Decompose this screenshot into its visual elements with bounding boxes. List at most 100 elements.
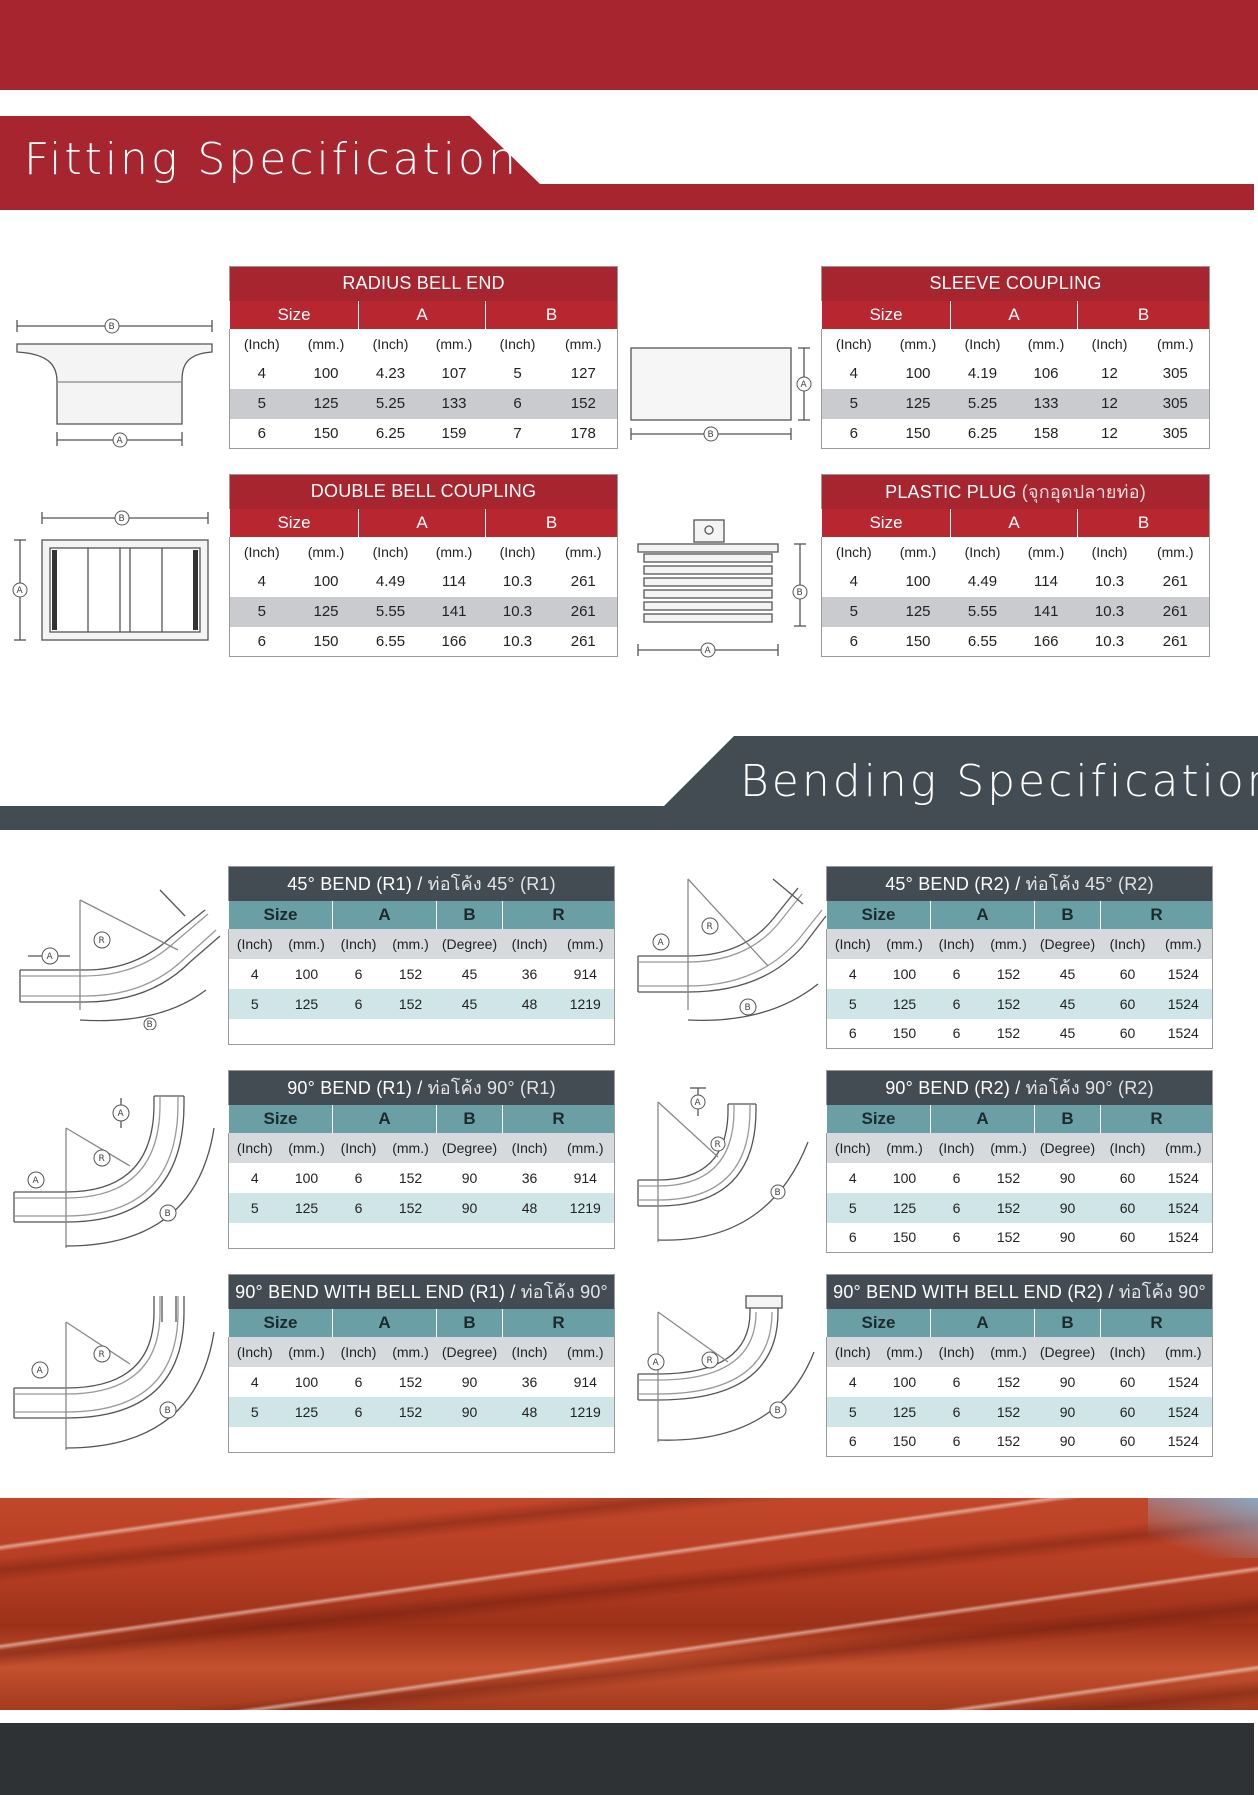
header-b: B: [1034, 1104, 1101, 1133]
dimension-label: B: [708, 430, 714, 440]
table-cell: 90: [1034, 1222, 1101, 1253]
table-cell: 1219: [556, 1192, 615, 1223]
subheader-cell: (mm.): [384, 1336, 437, 1367]
header-size: Size: [228, 900, 333, 929]
table-cell: 1524: [1154, 1366, 1213, 1397]
sleeve-coupling-drawing: A B: [626, 338, 816, 444]
table-cell: 107: [422, 358, 486, 389]
subheader-cell: (mm.): [549, 328, 618, 359]
subheader-cell: (Degree): [1034, 928, 1101, 959]
table-cell: 100: [878, 958, 931, 989]
subheader-cell: (mm.): [556, 1132, 615, 1163]
subheader-cell: (Inch): [950, 536, 1015, 567]
table-cell: 90: [436, 1396, 503, 1427]
header-size: Size: [228, 1308, 333, 1337]
table-cell: 125: [878, 1192, 931, 1223]
table-title-thai: ท่อโค้ง 90° (R2): [1025, 1078, 1154, 1099]
table-cell: 6: [821, 418, 886, 449]
table-cell: 127: [549, 358, 618, 389]
table-cell: 152: [982, 988, 1035, 1019]
subheader-cell: (mm.): [280, 1132, 333, 1163]
table-cell: 914: [556, 1162, 615, 1193]
subheader-cell: (mm.): [549, 536, 618, 567]
table-cell: 5: [228, 1192, 281, 1223]
dimension-label: R: [715, 1140, 721, 1150]
table-cell: 6: [332, 1366, 385, 1397]
subheader-cell: (Inch): [1100, 928, 1155, 959]
table-cell: 60: [1100, 1426, 1155, 1457]
subheader-cell: (mm.): [280, 1336, 333, 1367]
table-cell: 152: [384, 1192, 437, 1223]
header-a: A: [332, 900, 437, 929]
header-b: B: [1076, 508, 1210, 537]
subheader-cell: (Inch): [502, 1336, 557, 1367]
table-cell: 150: [885, 418, 951, 449]
bending-section-banner: Bending Specification: [0, 736, 1258, 830]
table-cell: 4: [229, 566, 294, 597]
table-cell: 5: [821, 596, 886, 627]
table-cell: 12: [1077, 418, 1142, 449]
table-title: RADIUS BELL END: [229, 266, 618, 301]
table-cell: 36: [502, 1366, 557, 1397]
subheader-cell: (Inch): [229, 328, 294, 359]
subheader-cell: (Inch): [821, 536, 886, 567]
table-cell: 7: [485, 418, 550, 449]
table-cell: 1524: [1154, 958, 1213, 989]
header-r: R: [1099, 1308, 1213, 1337]
table-title-en: PLASTIC PLUG: [885, 482, 1017, 503]
table-cell: 45: [436, 958, 503, 989]
header-b: B: [484, 300, 618, 329]
table-cell: 6: [826, 1426, 879, 1457]
dimension-label: B: [775, 1406, 781, 1416]
table-cell: 152: [384, 958, 437, 989]
table-cell: 6: [930, 1018, 983, 1049]
bending-banner-shape: [0, 736, 1258, 830]
header-r: R: [501, 1104, 615, 1133]
dimension-label: A: [705, 646, 712, 656]
90-bend-r1-drawing: A R A B: [6, 1088, 218, 1258]
table-cell: 125: [878, 1396, 931, 1427]
subheader-cell: (mm.): [556, 1336, 615, 1367]
dimension-label: B: [119, 514, 125, 524]
table-cell: 1524: [1154, 1396, 1213, 1427]
table-cell: 60: [1100, 1396, 1155, 1427]
90-bend-bell-end-r1-drawing: A R B: [6, 1292, 218, 1462]
subheader-cell: (mm.): [1014, 328, 1078, 359]
table-cell: 261: [549, 596, 618, 627]
subheader-cell: (mm.): [885, 328, 951, 359]
table-cell: 10.3: [485, 566, 550, 597]
header-b: B: [1034, 900, 1101, 929]
table-empty-row: [228, 1018, 615, 1045]
table-title: 90° BEND WITH BELL END (R1) / ท่อโค้ง 90…: [228, 1274, 615, 1309]
subheader-cell: (Inch): [485, 328, 550, 359]
table-cell: 5: [821, 388, 886, 419]
table-cell: 4: [821, 358, 886, 389]
subheader-cell: (mm.): [1141, 328, 1210, 359]
table-90-bend-bell-end-r1: 90° BEND WITH BELL END (R1) / ท่อโค้ง 90…: [228, 1274, 616, 1453]
header-a: A: [950, 508, 1078, 537]
table-cell: 6: [930, 1222, 983, 1253]
header-a: A: [358, 508, 486, 537]
subheader-cell: (mm.): [1141, 536, 1210, 567]
subheader-cell: (Inch): [332, 928, 385, 959]
table-cell: 60: [1100, 1018, 1155, 1049]
table-cell: 45: [1034, 958, 1101, 989]
table-cell: 6: [930, 1192, 983, 1223]
table-cell: 150: [885, 626, 951, 657]
subheader-cell: (Inch): [1077, 328, 1142, 359]
header-b: B: [436, 900, 503, 929]
table-cell: 6: [332, 1396, 385, 1427]
table-title-thai: ท่อโค้ง 90° (R1): [427, 1078, 556, 1099]
table-cell: 48: [502, 1396, 557, 1427]
table-cell: 5.25: [358, 388, 423, 419]
